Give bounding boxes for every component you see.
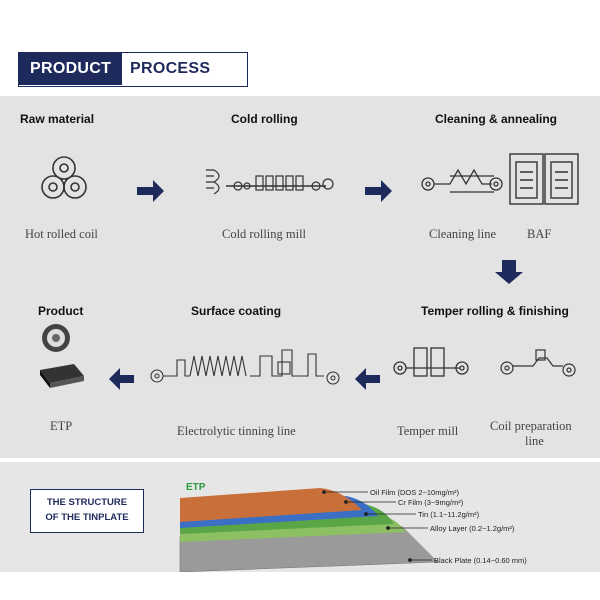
layer-oil-film: Oil Film (DOS 2~10mg/m²) [370,488,459,497]
header-title-product: PRODUCT [30,60,112,77]
etp-coil-icon [42,324,70,352]
arrow-left-icon [109,368,134,390]
stage-raw-material: Raw material [20,112,95,126]
stage-cold-rolling: Cold rolling [231,112,298,126]
caption-cleaning-line: Cleaning line [429,227,496,241]
layer-tin: Tin (1.1~11.2g/m²) [418,510,480,519]
caption-coil-preparation-line: line [525,434,544,448]
caption-etp: ETP [50,419,73,433]
structure-title-line1: THE STRUCTURE [46,497,128,508]
cold-rolling-mill-icon [206,169,334,195]
arrow-down-icon [495,260,523,284]
arrow-right-icon [365,180,392,202]
stage-product: Product [38,304,84,318]
hot-rolled-coil-icon [41,156,87,199]
arrow-left-icon [355,368,380,390]
structure-etp-tag: ETP [186,482,206,493]
baf-furnace-icon [509,153,579,205]
caption-coil-preparation: Coil preparation [490,419,572,433]
caption-hot-rolled-coil: Hot rolled coil [25,227,98,241]
structure-title-box: THE STRUCTURE OF THE TINPLATE [30,489,144,533]
stage-cleaning-annealing: Cleaning & annealing [435,112,558,126]
temper-mill-icon [393,347,469,377]
stage-temper-finishing: Temper rolling & finishing [421,304,569,318]
stage-surface-coating: Surface coating [191,304,282,318]
cleaning-line-icon [421,168,503,193]
layer-black-plate: Black Plate (0.14~0.60 mm) [434,556,527,565]
caption-baf: BAF [527,227,552,241]
coil-preparation-line-icon [500,349,576,377]
arrow-right-icon [137,180,164,202]
electrolytic-tinning-line-icon [150,349,340,385]
etp-sheet-stack-icon [40,364,84,388]
caption-temper-mill: Temper mill [397,424,459,438]
caption-electrolytic-tinning-line: Electrolytic tinning line [177,424,296,438]
process-panel [0,96,600,458]
caption-cold-rolling-mill: Cold rolling mill [222,227,307,241]
layer-alloy: Alloy Layer (0.2~1.2g/m²) [430,524,515,533]
process-illustrations [40,153,579,390]
header-dark-block [18,52,122,85]
structure-title-line2: OF THE TINPLATE [45,512,129,523]
tinplate-structure-diagram [179,488,439,572]
layer-cr-film: Cr Film (3~9mg/m²) [398,498,464,507]
header-title-process: PROCESS [130,60,211,77]
